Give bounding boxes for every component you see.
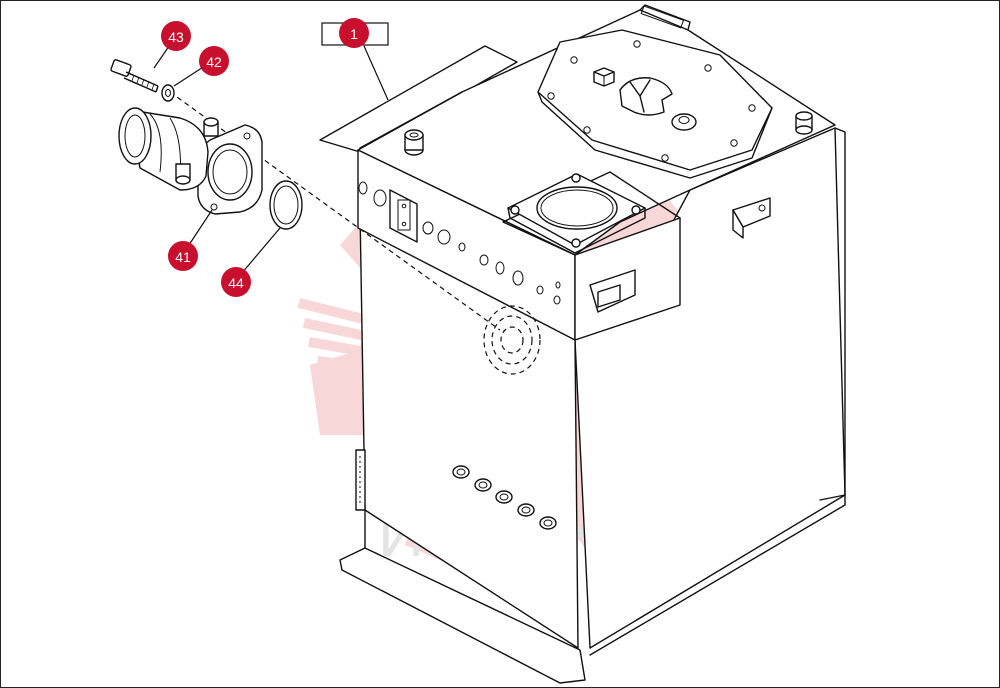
- callout-1-label: 1: [350, 26, 358, 42]
- bolt-part: [110, 59, 159, 93]
- callout-41[interactable]: 41: [168, 241, 198, 271]
- callout-1[interactable]: 1: [339, 18, 369, 48]
- front-holes: [358, 181, 561, 305]
- callout-42-label: 42: [206, 54, 222, 70]
- top-square-cover: [507, 173, 646, 254]
- top-mounting-plate: [319, 45, 518, 153]
- callout-41-label: 41: [175, 249, 191, 265]
- side-bracket-front: [589, 269, 636, 313]
- callout-42[interactable]: 42: [199, 46, 229, 76]
- callout-44-badge: [221, 267, 251, 297]
- callout-41-badge: [168, 241, 198, 271]
- callout-43[interactable]: 43: [161, 21, 191, 51]
- callout-44[interactable]: 44: [221, 267, 251, 297]
- callout-42-badge: [199, 46, 229, 76]
- top-octagonal-cover: [537, 29, 773, 179]
- top-right-cap: [795, 111, 813, 135]
- hidden-port: [483, 305, 541, 375]
- top-left-cap: [404, 129, 424, 156]
- washer-part: [161, 84, 175, 102]
- level-gauge-strip: [355, 449, 366, 511]
- callout-43-label: 43: [168, 29, 184, 45]
- hydraulic-tank: [319, 4, 846, 684]
- front-inspection-plate: [389, 189, 418, 243]
- callout-44-label: 44: [228, 275, 244, 291]
- suction-fitting-part: [118, 107, 263, 215]
- assembly-guide-line: [169, 91, 501, 331]
- callout-1-badge: [339, 18, 369, 48]
- side-bracket-right: [732, 197, 771, 239]
- front-fittings: [452, 465, 557, 530]
- callout-43-badge: [161, 21, 191, 51]
- o-ring-part: [269, 180, 303, 230]
